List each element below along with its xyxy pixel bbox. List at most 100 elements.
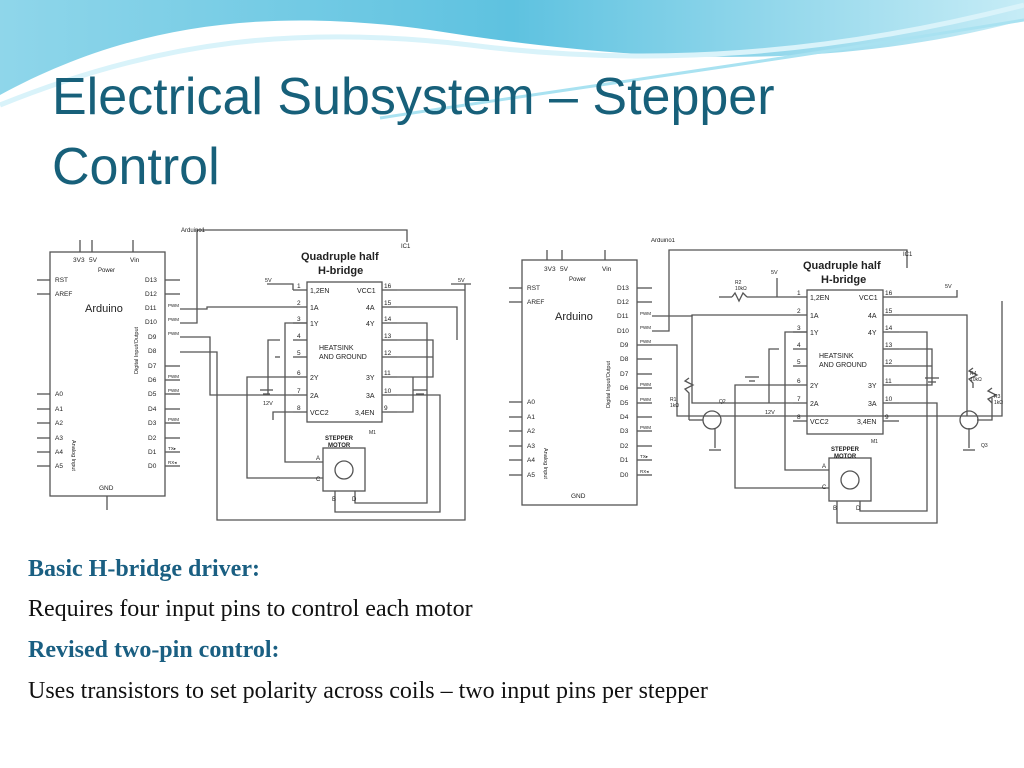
pwm-label: PWM: [168, 388, 179, 393]
analog-input-label: Analog Input: [542, 448, 548, 479]
pwm-label: PWM: [640, 311, 651, 316]
chip-label-12en: 1,2EN: [810, 295, 829, 302]
chip-label-4a: 4A: [366, 305, 375, 312]
basic-hbridge-schematic: Arduino1 IC1 3V3 5V Vin Power Arduino RS…: [35, 200, 483, 555]
board-ref: Arduino1: [181, 228, 206, 234]
arduino-label: Arduino: [85, 303, 123, 315]
pwm-label: PWM: [640, 425, 651, 430]
analog-input-label: Analog Input: [70, 440, 76, 471]
pin-d12: D12: [617, 299, 629, 306]
chip-pin-9: 9: [885, 414, 889, 421]
pin-a3: A3: [55, 435, 63, 442]
chip-label-3y: 3Y: [868, 383, 877, 390]
chip-label-2y: 2Y: [810, 383, 819, 390]
motor-pin-d: D: [352, 497, 357, 503]
revised-schematic-svg: Arduino1 IC1 3V3 5V Vin Power Arduino RS…: [509, 238, 1003, 524]
revised-heading: Revised two-pin control:: [28, 637, 280, 663]
pin-d0: D0: [148, 463, 157, 470]
hbridge-chip: [306, 281, 383, 423]
digital-io-label: Digital Input/Output: [606, 360, 612, 408]
pin-a5: A5: [55, 463, 63, 470]
chip-pin-10: 10: [384, 388, 392, 395]
chip-pin-14: 14: [384, 316, 392, 323]
chip-pin-7: 7: [297, 388, 301, 395]
pin-d4: D4: [148, 406, 157, 413]
transistor-q2: [702, 410, 722, 430]
slide-title: Electrical Subsystem – Stepper Control: [52, 62, 952, 202]
basic-schematic-svg: Arduino1 IC1 3V3 5V Vin Power Arduino RS…: [37, 228, 471, 521]
wave-band: [0, 0, 1024, 95]
pin-d0: D0: [620, 472, 629, 479]
pin-d8: D8: [148, 348, 157, 355]
pin-d8: D8: [620, 356, 629, 363]
pin-d6: D6: [620, 385, 629, 392]
heatsink-label-1: HEATSINK: [319, 345, 354, 352]
chip-pin-12: 12: [885, 359, 893, 366]
pin-a0: A0: [55, 391, 63, 398]
r2-value: 10kΩ: [735, 286, 747, 292]
chip-pin-14: 14: [885, 325, 893, 332]
heatsink-label-2: AND GROUND: [819, 362, 867, 369]
motor-label-2: MOTOR: [834, 454, 857, 460]
pin-d12: D12: [145, 291, 157, 298]
pin-a4: A4: [527, 457, 535, 464]
pin-aref: AREF: [527, 299, 544, 306]
chip-label-2a: 2A: [310, 393, 319, 400]
chip-label-1a: 1A: [810, 313, 819, 320]
chip-label-vcc2: VCC2: [810, 419, 829, 426]
chip-pin-11: 11: [885, 378, 892, 385]
chip-label-2a: 2A: [810, 401, 819, 408]
pwm-label: PWM: [168, 374, 179, 379]
pin-a2: A2: [55, 420, 63, 427]
motor-pin-b: B: [332, 497, 336, 503]
chip-ref: M1: [369, 430, 376, 436]
chip-title-2: H-bridge: [318, 265, 363, 277]
pwm-label: PWM: [640, 325, 651, 330]
heatsink-label-2: AND GROUND: [319, 354, 367, 361]
chip-pin-8: 8: [797, 414, 801, 421]
wave-line: [0, 2, 1024, 108]
supply-5v-label: 5V: [771, 270, 778, 276]
pin-a1: A1: [55, 406, 63, 413]
motor-pin-c: C: [316, 477, 321, 483]
heatsink-label-1: HEATSINK: [819, 353, 854, 360]
pin-5v: 5V: [560, 266, 569, 273]
rx-label: RX◂: [168, 460, 177, 465]
motor-label-1: STEPPER: [325, 436, 354, 442]
revised-description: Uses transistors to set polarity across …: [28, 678, 708, 704]
pin-d11: D11: [617, 313, 629, 320]
transistor-q3: [959, 410, 979, 430]
pin-d10: D10: [617, 328, 629, 335]
chip-pin-9: 9: [384, 405, 388, 412]
supply-5v-label: 5V: [265, 278, 272, 284]
chip-pin-2: 2: [797, 308, 801, 315]
stepper-motor: [828, 457, 872, 502]
basic-heading: Basic H-bridge driver:: [28, 556, 260, 582]
motor-label-2: MOTOR: [328, 443, 351, 449]
pin-rst: RST: [527, 285, 540, 292]
motor-pin-c: C: [822, 485, 827, 491]
motor-pin-a: A: [822, 464, 826, 470]
pin-d10: D10: [145, 319, 157, 326]
chip-label-3a: 3A: [366, 393, 375, 400]
chip-pin-6: 6: [297, 370, 301, 377]
pin-d6: D6: [148, 377, 157, 384]
r3-value: 1kΩ: [994, 400, 1003, 406]
arduino-board: [49, 251, 166, 497]
chip-pin-16: 16: [384, 283, 392, 290]
rx-label: RX◂: [640, 469, 649, 474]
chip-label-1y: 1Y: [310, 321, 319, 328]
pin-d4: D4: [620, 414, 629, 421]
chip-pin-16: 16: [885, 290, 893, 297]
chip-pin-1: 1: [297, 283, 301, 290]
chip-ref: M1: [871, 439, 878, 445]
power-label: Power: [98, 268, 115, 274]
pin-vin: Vin: [602, 266, 612, 273]
slide-title-line1: Electrical Subsystem – Stepper: [52, 68, 775, 126]
digital-io-label: Digital Input/Output: [134, 326, 140, 374]
chip-label-vcc2: VCC2: [310, 410, 329, 417]
chip-pin-15: 15: [885, 308, 893, 315]
pin-3v3: 3V3: [544, 266, 556, 273]
chip-pin-15: 15: [384, 300, 392, 307]
pwm-label: PWM: [168, 317, 179, 322]
